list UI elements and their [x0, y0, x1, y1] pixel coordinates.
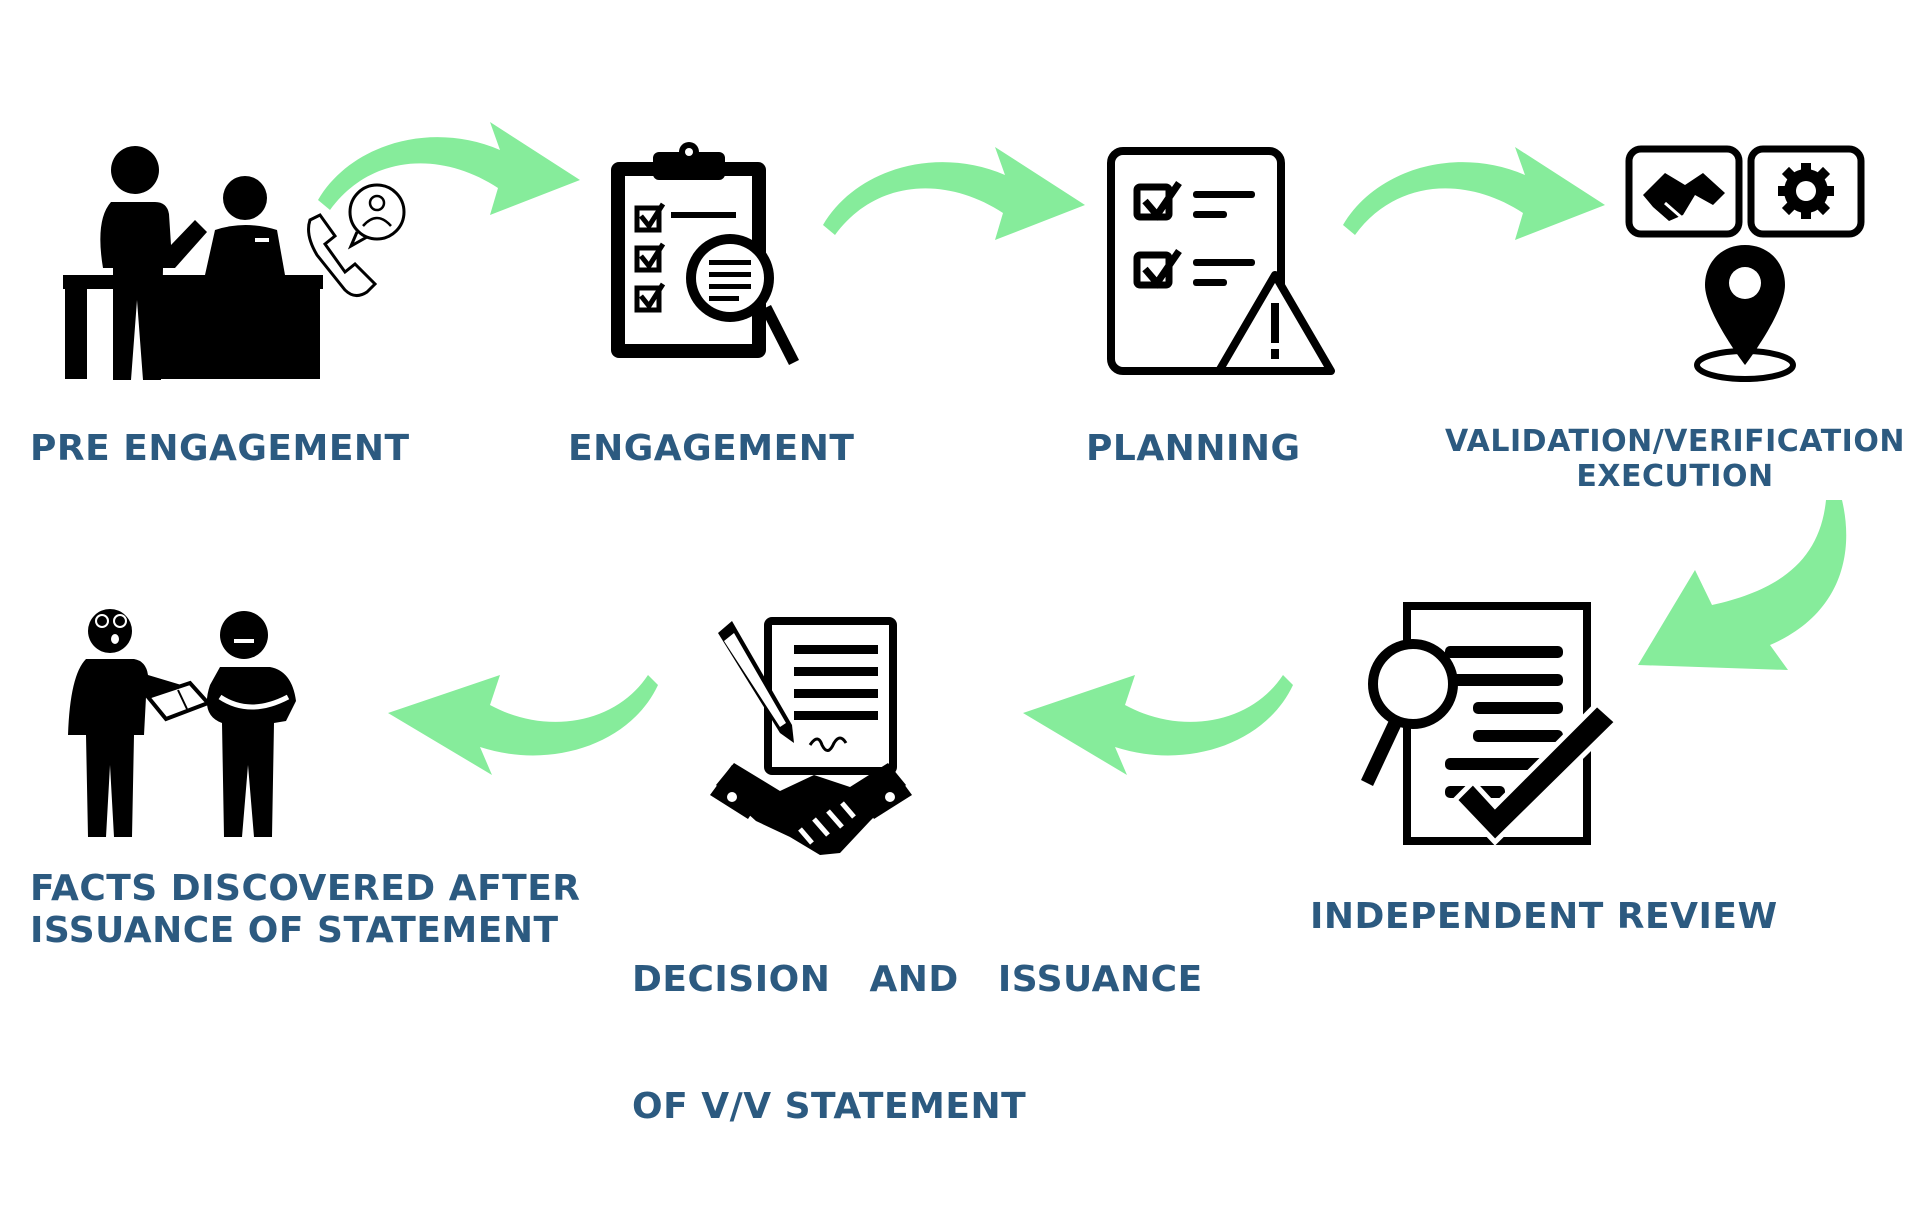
step-label-planning: PLANNING: [1086, 428, 1301, 469]
flow-arrow-4: [1638, 500, 1847, 670]
step-label-validation-verification-execution: VALIDATION/VERIFICATION EXECUTION: [1445, 424, 1905, 495]
checklist-warning-icon: [1107, 147, 1335, 375]
reception-desk-icon: [63, 146, 406, 380]
step-label-decision-issuance: DECISION AND ISSUANCE OF V/V STATEMENT: [632, 958, 1203, 1128]
flow-arrow-3: [1343, 147, 1605, 240]
flow-arrow-6: [388, 675, 658, 775]
step-label-independent-review: INDEPENDENT REVIEW: [1310, 896, 1778, 937]
document-review-check-icon: [1361, 602, 1621, 846]
step-label-engagement: ENGAGEMENT: [568, 428, 855, 469]
handshake-gear-location-icon: [1625, 145, 1865, 382]
process-flow-diagram: PRE ENGAGEMENT ENGAGEMENT PLANNING VALID…: [30, 122, 1905, 1127]
step-label-facts-discovered: FACTS DISCOVERED AFTER ISSUANCE OF STATE…: [30, 868, 581, 952]
flow-arrow-2: [823, 147, 1085, 240]
signing-handshake-icon: [710, 617, 912, 855]
clipboard-checklist-magnifier-icon: [611, 142, 799, 365]
flow-arrow-5: [1023, 675, 1293, 775]
step-label-pre-engagement: PRE ENGAGEMENT: [30, 428, 410, 469]
flow-arrow-1: [318, 122, 580, 215]
people-discussion-icon: [68, 609, 296, 837]
